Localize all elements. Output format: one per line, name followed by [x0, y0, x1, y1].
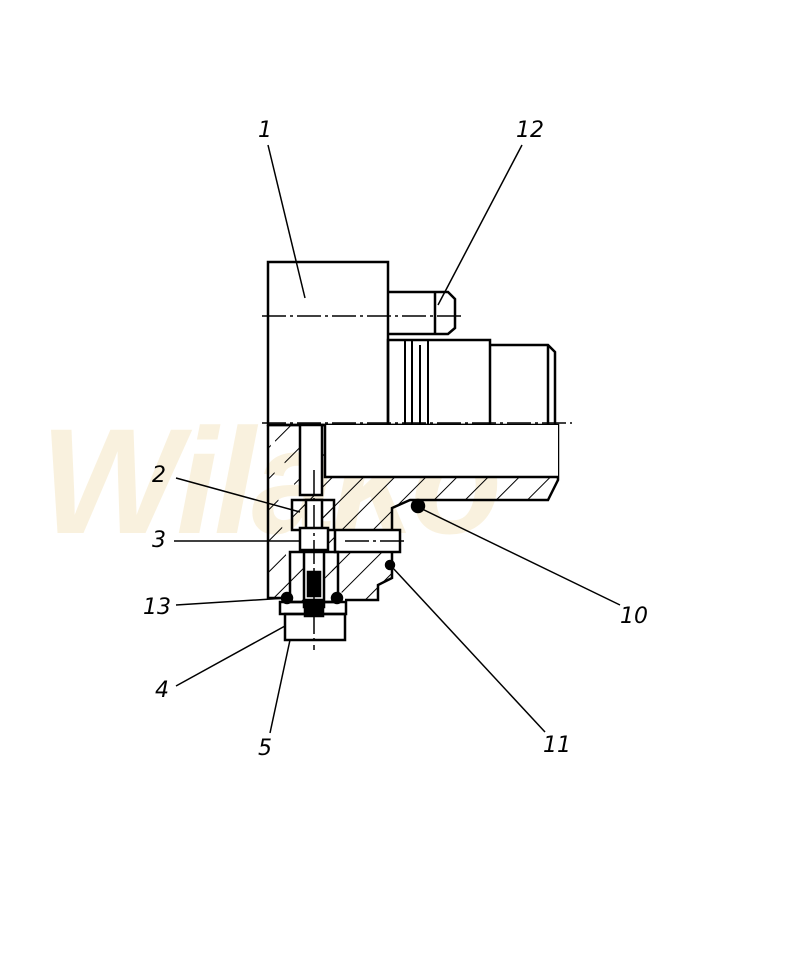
- leader-1: [267, 144, 306, 299]
- part-12-bolt: [388, 290, 457, 336]
- callout-5: 5: [258, 736, 272, 761]
- leader-12: [437, 144, 523, 306]
- part-5-nut: [283, 612, 347, 642]
- callout-12: 12: [516, 118, 544, 143]
- leader-4: [175, 625, 286, 687]
- callout-13: 13: [143, 595, 171, 620]
- leader-11: [391, 566, 546, 733]
- callout-1: 1: [258, 118, 272, 143]
- leader-5: [269, 639, 291, 734]
- leader-13: [175, 597, 288, 606]
- callout-10: 10: [620, 604, 648, 629]
- callout-11: 11: [543, 733, 571, 758]
- leader-2: [175, 477, 301, 513]
- part-10-oring: [410, 498, 426, 514]
- leader-10: [419, 507, 621, 606]
- callout-4: 4: [155, 678, 169, 703]
- part-1-block: [266, 260, 390, 427]
- callout-3: 3: [152, 528, 166, 553]
- callout-2: 2: [152, 463, 166, 488]
